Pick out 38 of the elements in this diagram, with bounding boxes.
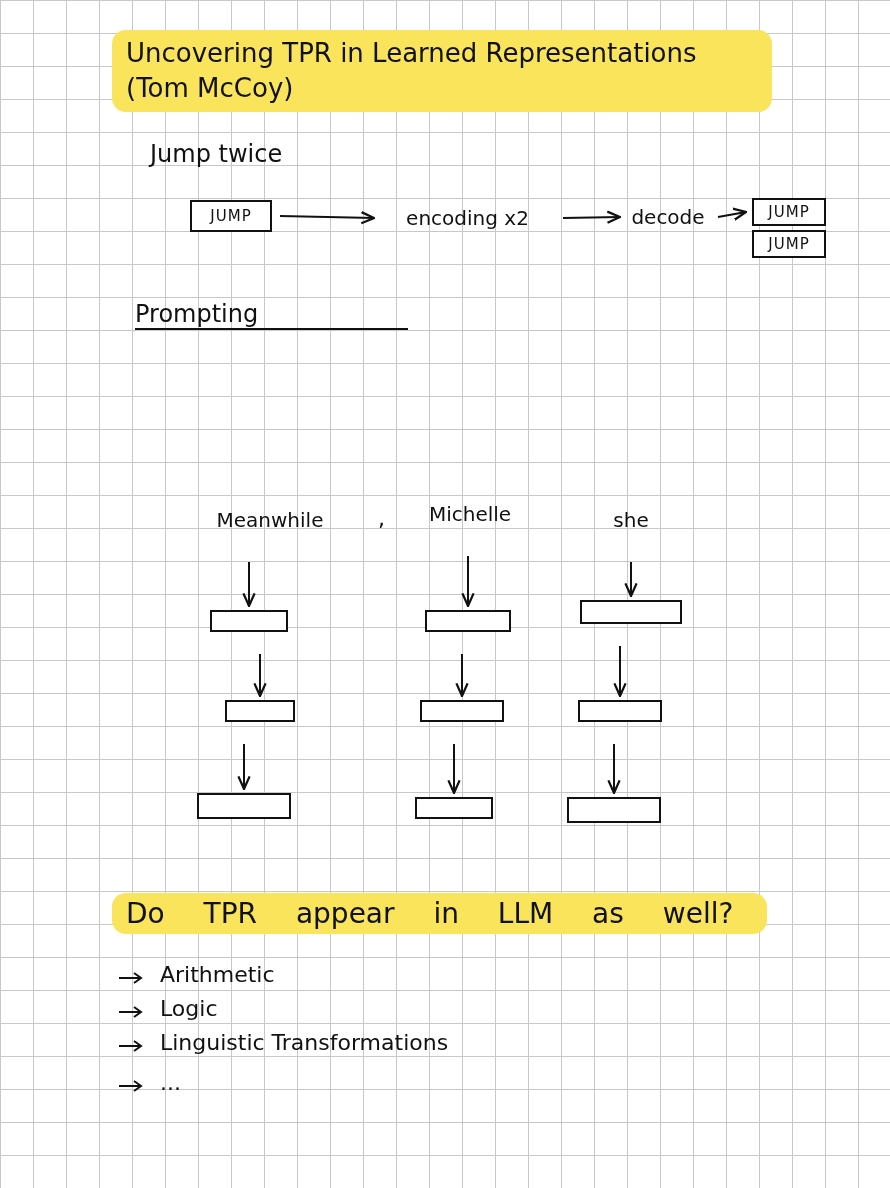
vector-bar [210,610,288,632]
vector-bar [425,610,511,632]
arrow [279,211,376,225]
arrow [242,561,256,608]
arrow [613,645,627,698]
vector-bar [578,700,662,722]
list-item: Logic [160,996,218,1021]
node-text: she [596,500,666,540]
arrow [461,555,475,608]
vector-bar [420,700,504,722]
title-heading: Uncovering TPR in Learned Representations (Tom McCoy) [112,30,772,113]
node-text: Meanwhile [195,500,345,540]
node-text: Michelle [405,494,535,534]
arrow [447,743,461,795]
note-text: , [378,506,385,531]
section-heading: Prompting [135,300,409,330]
arrow [717,207,748,221]
token-box: JUMP [190,200,272,232]
vector-bar [415,797,493,819]
list-item: Arithmetic [160,962,275,987]
token-box: JUMP [752,198,826,226]
vector-bar [580,600,682,624]
node-text: decode [626,198,710,236]
arrow [253,653,267,698]
arrow [607,743,621,795]
question-heading: Do TPR appear in LLM as well? [112,893,767,934]
node-text: encoding x2 [380,198,555,238]
list-item: Linguistic Transformations [160,1030,449,1055]
list-item: ... [160,1070,181,1095]
arrow [624,561,638,598]
vector-bar [567,797,661,823]
vector-bar [197,793,291,819]
arrow [237,743,251,791]
token-box: JUMP [752,230,826,258]
vector-bar [225,700,295,722]
note-text: Jump twice [150,140,283,168]
arrow [455,653,469,698]
arrow [562,210,622,224]
